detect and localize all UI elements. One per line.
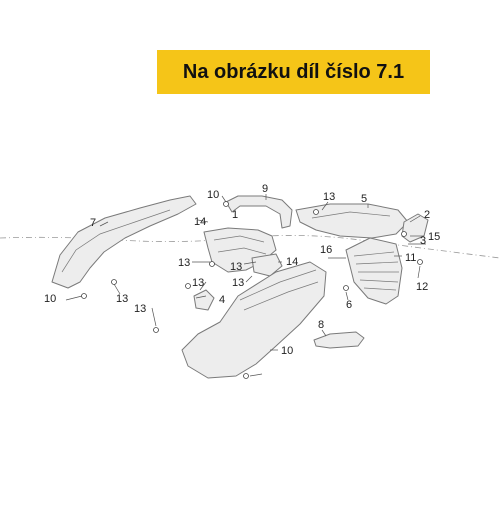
leader-lines: [65, 194, 426, 377]
part-16-grille: [345, 237, 403, 305]
part-number-banner-text: Na obrázku díl číslo 7.1: [182, 60, 405, 83]
callout: 9: [262, 183, 268, 195]
part-number-banner: Na obrázku díl číslo 7.1: [157, 50, 430, 94]
part-9-bracket: [225, 195, 293, 229]
callout: 4: [219, 294, 225, 306]
callout: 7: [90, 217, 96, 229]
part-4-bracket: [193, 289, 215, 311]
callout: 13: [178, 257, 190, 269]
screw-f: [243, 373, 249, 379]
screw-i: [401, 231, 407, 237]
fasteners: [81, 201, 423, 379]
screw-e: [153, 327, 159, 333]
part-8-top-strip: [239, 269, 319, 311]
callout: 11: [405, 252, 416, 264]
callout: 10: [281, 345, 293, 357]
part-7-side-fairing: [51, 195, 197, 289]
screw-j: [313, 209, 319, 215]
callout: 8: [318, 319, 324, 331]
callout: 10: [44, 293, 56, 305]
callout: 3: [420, 235, 426, 247]
callout: 2: [424, 209, 430, 221]
callout: 13: [323, 191, 335, 203]
callout: 12: [416, 281, 428, 293]
screw-d: [111, 279, 117, 285]
screw-g: [343, 285, 349, 291]
part-6-trim: [313, 331, 365, 349]
callout: 6: [346, 299, 352, 311]
part-7-inner-edge: [61, 209, 171, 273]
callout: 13: [232, 277, 244, 289]
part-5-rear-cover: [295, 203, 409, 239]
part-5-detail: [311, 211, 391, 219]
callout: 14: [194, 216, 206, 228]
callout: 1: [232, 209, 238, 221]
screw-c: [81, 293, 87, 299]
part-14-bracket: [251, 253, 283, 277]
screw-b: [209, 261, 215, 267]
center-line: [0, 235, 500, 259]
screw-k: [185, 283, 191, 289]
callout: 13: [230, 261, 242, 273]
callout: 14: [286, 256, 298, 268]
callout: 5: [361, 193, 367, 205]
callout: 13: [116, 293, 128, 305]
callout: 13: [192, 277, 204, 289]
callout: 10: [207, 189, 219, 201]
callout: 13: [134, 303, 146, 315]
screw-h: [417, 259, 423, 265]
part-1-detail: [213, 235, 267, 255]
part-16-slats: [353, 251, 399, 291]
callouts: 10 9 7 14 1 13 5 2 3 15 16 11 12 13 13 1…: [44, 183, 440, 357]
callout: 15: [428, 231, 440, 243]
screw-a: [223, 201, 229, 207]
callout: 16: [320, 244, 332, 256]
